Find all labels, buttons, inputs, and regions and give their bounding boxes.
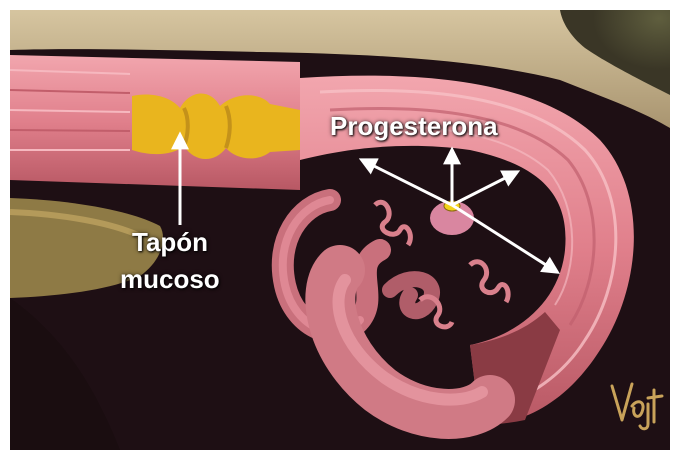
mucus-plug-label-line2: mucoso bbox=[120, 266, 220, 292]
mucus-plug-label-line1: Tapón bbox=[132, 229, 208, 255]
artist-signature bbox=[608, 376, 668, 436]
progesterone-label: Progesterona bbox=[330, 113, 498, 139]
